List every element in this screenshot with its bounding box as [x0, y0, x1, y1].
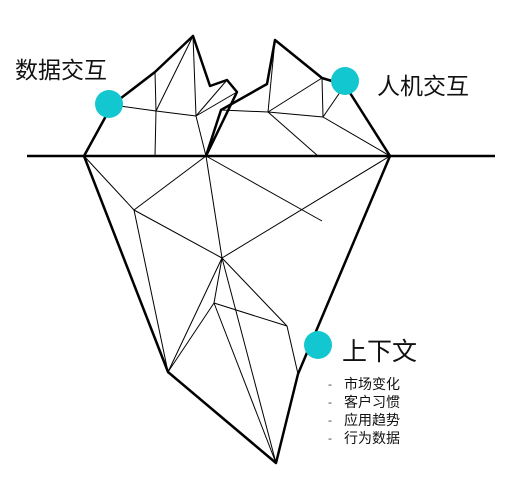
data-interaction-label: 数据交互: [15, 58, 107, 84]
bullet-marker: -: [328, 432, 332, 445]
context-dot: [304, 331, 332, 359]
data-interaction-dot: [95, 90, 123, 118]
list-item: - 市场变化: [328, 376, 400, 394]
below-water-facets: [83, 155, 391, 464]
bullet-marker: -: [328, 378, 332, 391]
list-item: - 行为数据: [328, 430, 400, 448]
context-bullet-list: - 市场变化 - 客户习惯 - 应用趋势 - 行为数据: [328, 376, 400, 448]
human-interaction-label: 人机交互: [377, 74, 469, 100]
bullet-marker: -: [328, 414, 332, 427]
list-item: - 应用趋势: [328, 412, 400, 430]
bullet-text: 行为数据: [344, 431, 400, 447]
human-interaction-dot: [331, 67, 359, 95]
bullet-text: 市场变化: [344, 377, 400, 393]
bullet-text: 应用趋势: [344, 413, 400, 429]
bullet-text: 客户习惯: [344, 395, 400, 411]
context-label: 上下文: [342, 337, 418, 366]
bullet-marker: -: [328, 396, 332, 409]
above-water-facets: [111, 35, 391, 157]
list-item: - 客户习惯: [328, 394, 400, 412]
